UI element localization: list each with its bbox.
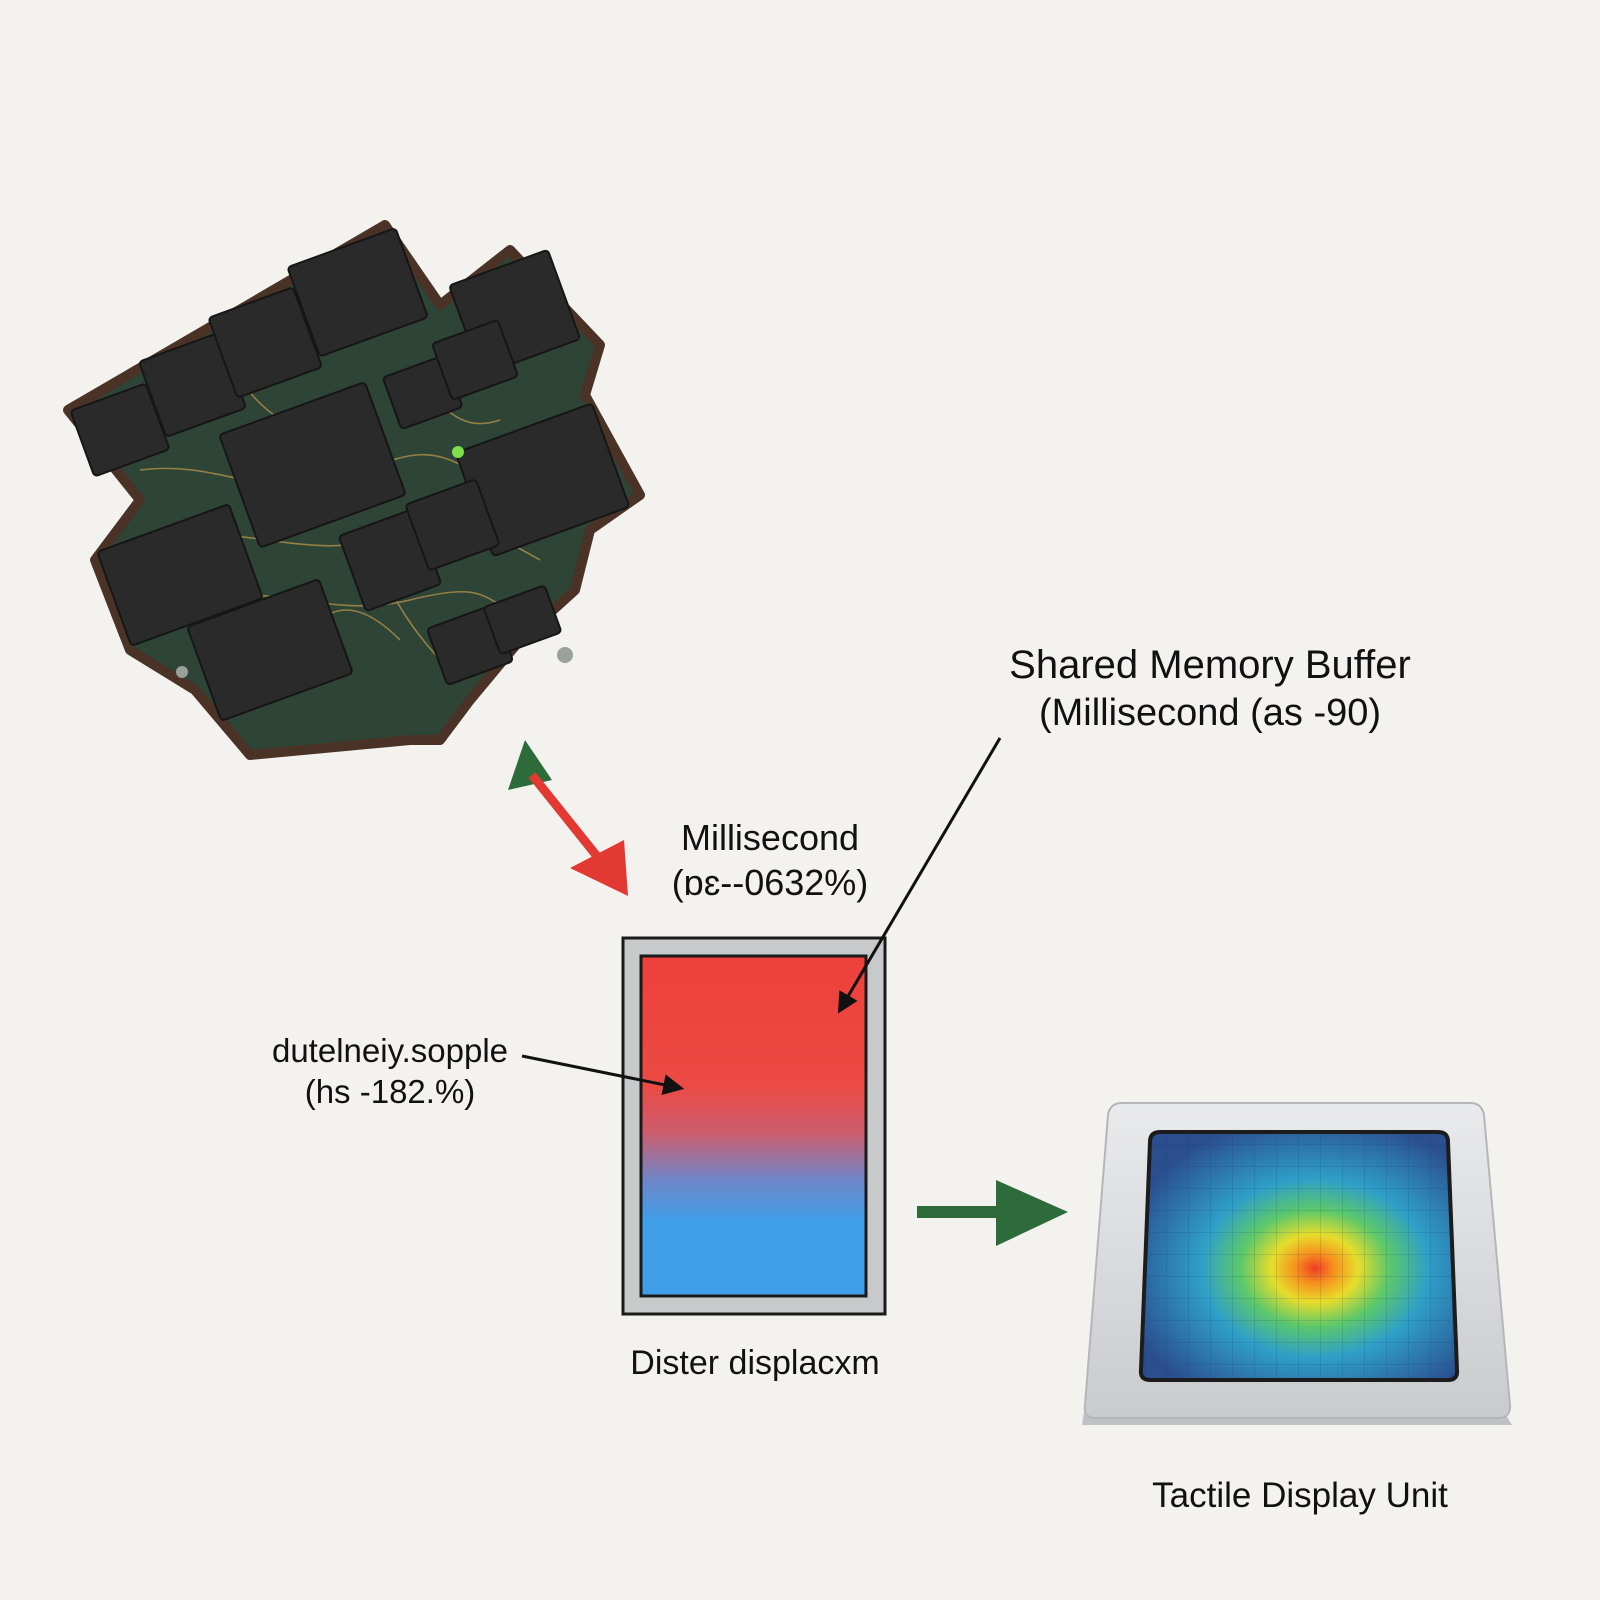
green-arrowhead bbox=[508, 740, 552, 790]
mount-hole bbox=[176, 666, 188, 678]
tactile-caption: Tactile Display Unit bbox=[1152, 1476, 1448, 1515]
status-led bbox=[452, 446, 464, 458]
circuit-board-icon bbox=[63, 220, 645, 760]
buffer-caption: Dister displacxm bbox=[630, 1344, 880, 1382]
buffer-fill bbox=[639, 954, 868, 1298]
pcb-chips bbox=[70, 228, 630, 721]
tactile-display-icon bbox=[1082, 1102, 1512, 1425]
left-label-pointer bbox=[521, 1054, 685, 1095]
millisecond-label: Millisecond (ɒɛ--0632%) bbox=[620, 815, 920, 905]
left-buffer-label: dutelneiy.sopple (hs -182.%) bbox=[230, 1030, 550, 1113]
shared-buffer-label: Shared Memory Buffer (Millisecond (as -9… bbox=[960, 640, 1460, 738]
red-arrowhead bbox=[570, 840, 628, 896]
bidirectional-arrow bbox=[508, 740, 628, 896]
display-grid bbox=[1140, 1132, 1458, 1380]
shared-buffer-pointer bbox=[837, 737, 1002, 1014]
millisecond-subtitle: (ɒɛ--0632%) bbox=[671, 862, 869, 903]
memory-buffer-icon bbox=[621, 936, 887, 1316]
left-buffer-subtitle: (hs -182.%) bbox=[304, 1073, 476, 1111]
mount-hole bbox=[557, 647, 573, 663]
shared-buffer-title: Shared Memory Buffer bbox=[1009, 643, 1411, 687]
left-buffer-title: dutelneiy.sopple bbox=[271, 1032, 509, 1069]
millisecond-title: Millisecond bbox=[680, 817, 860, 858]
shared-buffer-subtitle: (Millisecond (as -90) bbox=[1038, 692, 1382, 734]
output-arrow bbox=[917, 1180, 1068, 1246]
